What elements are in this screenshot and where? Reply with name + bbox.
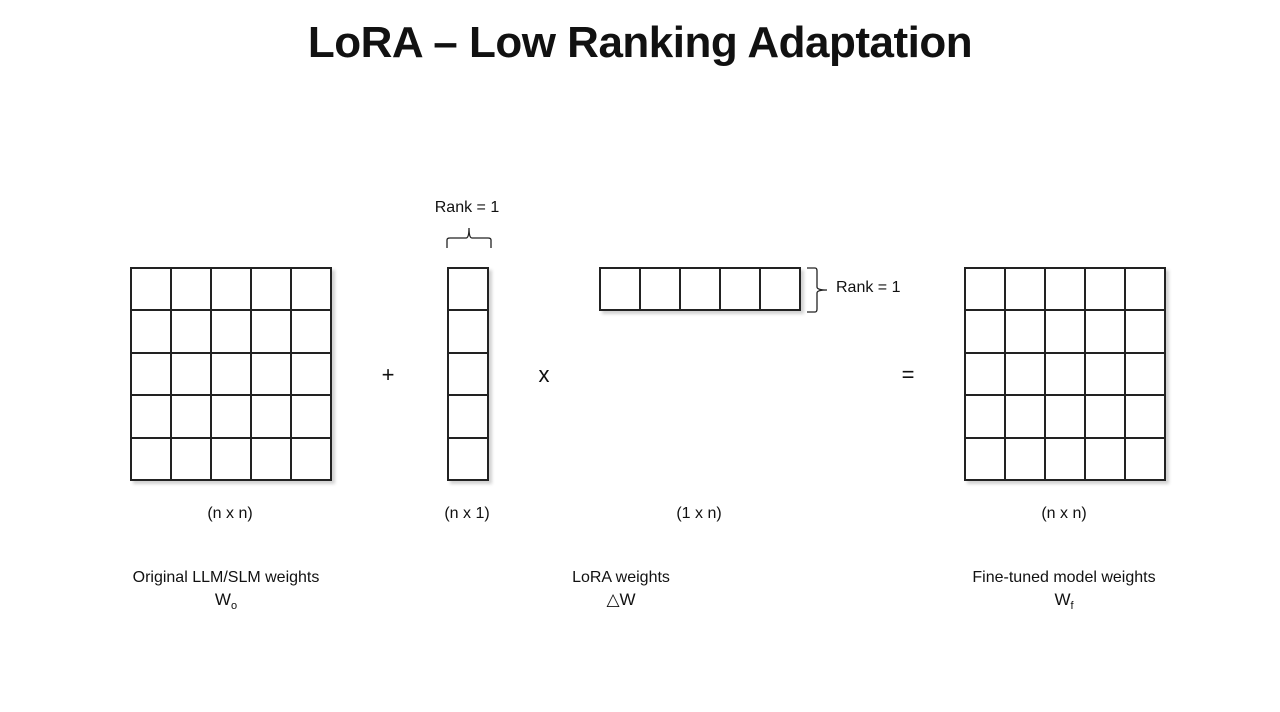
caption-original: Original LLM/SLM weights Wo bbox=[86, 567, 366, 617]
caption-lora-symbol: △W bbox=[606, 590, 636, 609]
matrix-cell bbox=[212, 396, 252, 439]
matrix-cell bbox=[212, 311, 252, 354]
matrix-cell bbox=[1006, 311, 1046, 354]
matrix-cell bbox=[172, 269, 212, 312]
matrix-cell bbox=[966, 396, 1006, 439]
matrix-cell bbox=[641, 269, 681, 311]
matrix-cell bbox=[1086, 269, 1126, 312]
page-title: LoRA – Low Ranking Adaptation bbox=[307, 18, 973, 67]
matrix-cell bbox=[1046, 311, 1086, 354]
matrix-cell bbox=[172, 438, 212, 481]
matrix-cell bbox=[761, 269, 801, 311]
matrix-cell bbox=[1086, 353, 1126, 397]
dim-finetuned: (n x n) bbox=[1041, 505, 1087, 522]
finetuned-weights-matrix bbox=[964, 267, 1166, 481]
matrix-cell bbox=[1006, 438, 1046, 481]
matrix-cell bbox=[601, 269, 641, 311]
matrix-cell bbox=[1006, 353, 1046, 397]
caption-original-symbol: Wo bbox=[214, 590, 238, 612]
matrix-cell bbox=[721, 269, 761, 311]
matrix-cell bbox=[1006, 269, 1046, 312]
matrix-cell bbox=[212, 353, 252, 397]
matrix-cell bbox=[1086, 311, 1126, 354]
matrix-cell bbox=[1126, 353, 1166, 397]
matrix-cell bbox=[966, 353, 1006, 397]
matrix-cell bbox=[252, 269, 292, 312]
matrix-cell bbox=[449, 353, 489, 397]
matrix-cell bbox=[132, 353, 172, 397]
matrix-cell bbox=[172, 396, 212, 439]
matrix-cell bbox=[132, 311, 172, 354]
plus-operator: + bbox=[381, 362, 395, 387]
caption-finetuned-symbol: Wf bbox=[1054, 590, 1074, 612]
matrix-cell bbox=[252, 438, 292, 481]
matrix-cell bbox=[1086, 396, 1126, 439]
matrix-cell bbox=[212, 269, 252, 312]
caption-finetuned-text: Fine-tuned model weights bbox=[972, 569, 1156, 586]
matrix-cell bbox=[252, 353, 292, 397]
matrix-cell bbox=[252, 311, 292, 354]
matrix-cell bbox=[449, 311, 489, 354]
matrix-cell bbox=[292, 396, 332, 439]
caption-lora-text: LoRA weights bbox=[572, 569, 670, 586]
rank-top-label: Rank = 1 bbox=[434, 199, 500, 216]
original-weights-matrix bbox=[130, 267, 332, 481]
matrix-cell bbox=[449, 396, 489, 439]
matrix-cell bbox=[1126, 396, 1166, 439]
matrix-cell bbox=[1126, 438, 1166, 481]
times-operator: x bbox=[538, 362, 550, 387]
matrix-cell bbox=[1086, 438, 1126, 481]
lora-row-matrix bbox=[599, 267, 801, 311]
matrix-cell bbox=[681, 269, 721, 311]
dim-column: (n x 1) bbox=[444, 505, 490, 522]
matrix-cell bbox=[212, 438, 252, 481]
dim-row: (1 x n) bbox=[676, 505, 722, 522]
matrix-cell bbox=[172, 353, 212, 397]
matrix-cell bbox=[1006, 396, 1046, 439]
matrix-cell bbox=[292, 269, 332, 312]
rank-side-label: Rank = 1 bbox=[836, 279, 901, 296]
matrix-cell bbox=[292, 353, 332, 397]
matrix-cell bbox=[449, 269, 489, 312]
matrix-cell bbox=[132, 269, 172, 312]
rank-top-brace bbox=[446, 227, 492, 248]
matrix-cell bbox=[252, 396, 292, 439]
matrix-cell bbox=[966, 269, 1006, 312]
dim-original: (n x n) bbox=[207, 505, 253, 522]
matrix-cell bbox=[1126, 269, 1166, 312]
matrix-cell bbox=[1126, 311, 1166, 354]
matrix-cell bbox=[1046, 269, 1086, 312]
caption-original-text: Original LLM/SLM weights bbox=[132, 569, 320, 586]
equals-operator: = bbox=[901, 362, 915, 387]
matrix-cell bbox=[292, 438, 332, 481]
caption-lora: LoRA weights △W bbox=[481, 567, 761, 611]
matrix-cell bbox=[1046, 438, 1086, 481]
matrix-cell bbox=[132, 396, 172, 439]
matrix-cell bbox=[132, 438, 172, 481]
matrix-cell bbox=[449, 438, 489, 481]
rank-side-brace bbox=[807, 267, 828, 313]
matrix-cell bbox=[1046, 396, 1086, 439]
caption-finetuned: Fine-tuned model weights Wf bbox=[924, 567, 1204, 617]
matrix-cell bbox=[966, 438, 1006, 481]
matrix-cell bbox=[1046, 353, 1086, 397]
matrix-cell bbox=[172, 311, 212, 354]
matrix-cell bbox=[292, 311, 332, 354]
matrix-cell bbox=[966, 311, 1006, 354]
lora-column-matrix bbox=[447, 267, 489, 481]
